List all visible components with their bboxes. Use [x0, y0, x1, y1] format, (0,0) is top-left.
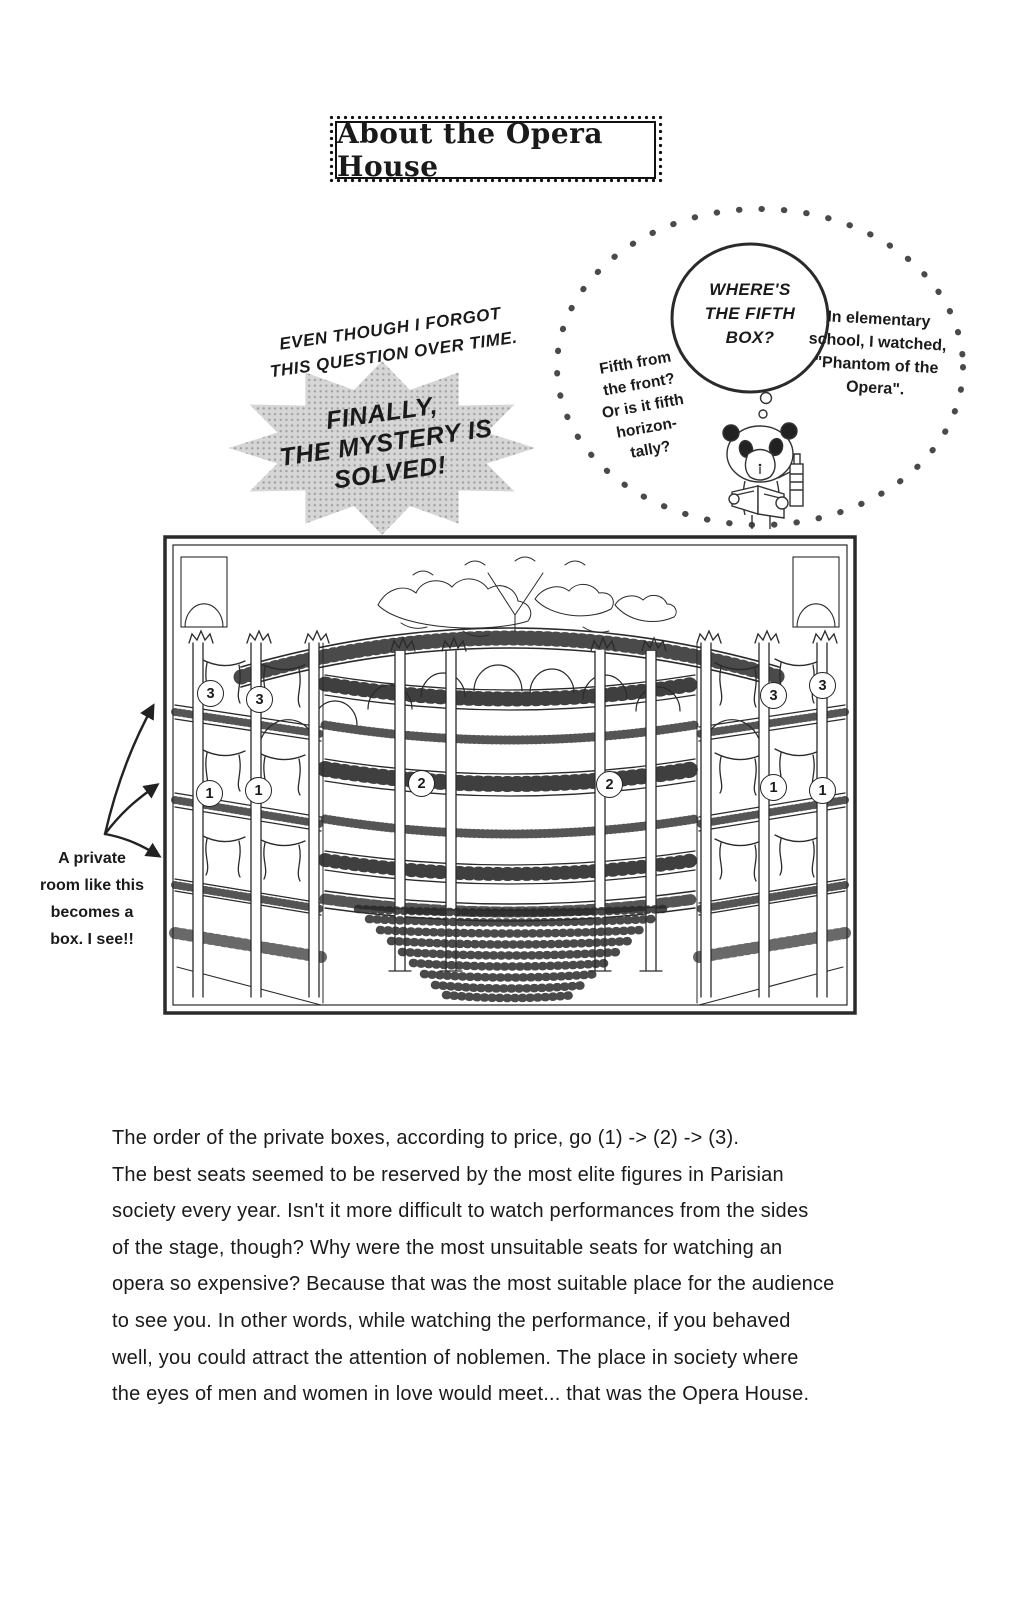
- box-label: 2: [596, 771, 623, 798]
- central-columns: [388, 636, 667, 972]
- caption-arrows: [103, 703, 162, 858]
- box-number: 3: [206, 685, 215, 702]
- ceiling-fresco: [377, 556, 677, 637]
- panda-paw: [775, 496, 789, 510]
- title-box: About the Opera House: [328, 114, 663, 186]
- corner-panels: [180, 556, 840, 628]
- box-number: 2: [417, 775, 426, 792]
- body-paragraph: The order of the private boxes, accordin…: [112, 1127, 835, 1406]
- box-number: 3: [255, 691, 264, 708]
- box-number: 3: [769, 687, 778, 704]
- thought-tail-dot: [758, 409, 768, 419]
- starburst-polygon: [228, 361, 536, 535]
- box-label: 1: [809, 777, 836, 804]
- thought-cluster: WHERE'S THE FIFTH BOX? Fifth from the fr…: [550, 202, 970, 534]
- illustration-caption: A private room like this becomes a box. …: [39, 850, 145, 948]
- box-label: 3: [246, 686, 273, 713]
- bubble-text: WHERE'S THE FIFTH BOX?: [704, 280, 796, 347]
- thought-cluster-art: [554, 206, 966, 529]
- left-boxes: [169, 629, 330, 1006]
- box-number: 2: [605, 776, 614, 793]
- box-label: 1: [245, 777, 272, 804]
- panda-ear: [780, 422, 798, 440]
- panda-ear: [722, 424, 740, 442]
- panda-paw: [728, 493, 740, 505]
- arrow-middle: [103, 783, 160, 836]
- thought-tail-dot: [759, 391, 773, 405]
- thought-bubble: [670, 242, 830, 394]
- panda-eye: [768, 437, 784, 457]
- box-number: 1: [769, 779, 778, 796]
- box-label: 1: [760, 774, 787, 801]
- box-number: 1: [205, 785, 214, 802]
- starburst-shape: [228, 361, 536, 535]
- box-number: 1: [818, 782, 827, 799]
- bottle-icon: [789, 463, 804, 507]
- box-label: 1: [196, 780, 223, 807]
- arrow-bottom: [103, 832, 162, 858]
- box-number: 1: [254, 782, 263, 799]
- title-frame: About the Opera House: [335, 117, 656, 183]
- central-tiers: [317, 674, 703, 922]
- arrow-top: [103, 703, 155, 836]
- panda-icon: [722, 391, 804, 529]
- dotted-ring: [554, 206, 966, 528]
- cluster-right-note: In elementary school, I watched, "Phanto…: [808, 308, 947, 399]
- opera-house-illustration: [163, 535, 857, 1015]
- box-label: 3: [760, 682, 787, 709]
- box-number: 3: [818, 677, 827, 694]
- ceiling-drape: [487, 572, 544, 632]
- box-label: 3: [197, 680, 224, 707]
- box-label: 3: [809, 672, 836, 699]
- orchestra-seats: [353, 904, 668, 1003]
- box-label: 2: [408, 770, 435, 797]
- frame-border: [163, 535, 857, 1015]
- page-title: About the Opera House: [337, 117, 604, 183]
